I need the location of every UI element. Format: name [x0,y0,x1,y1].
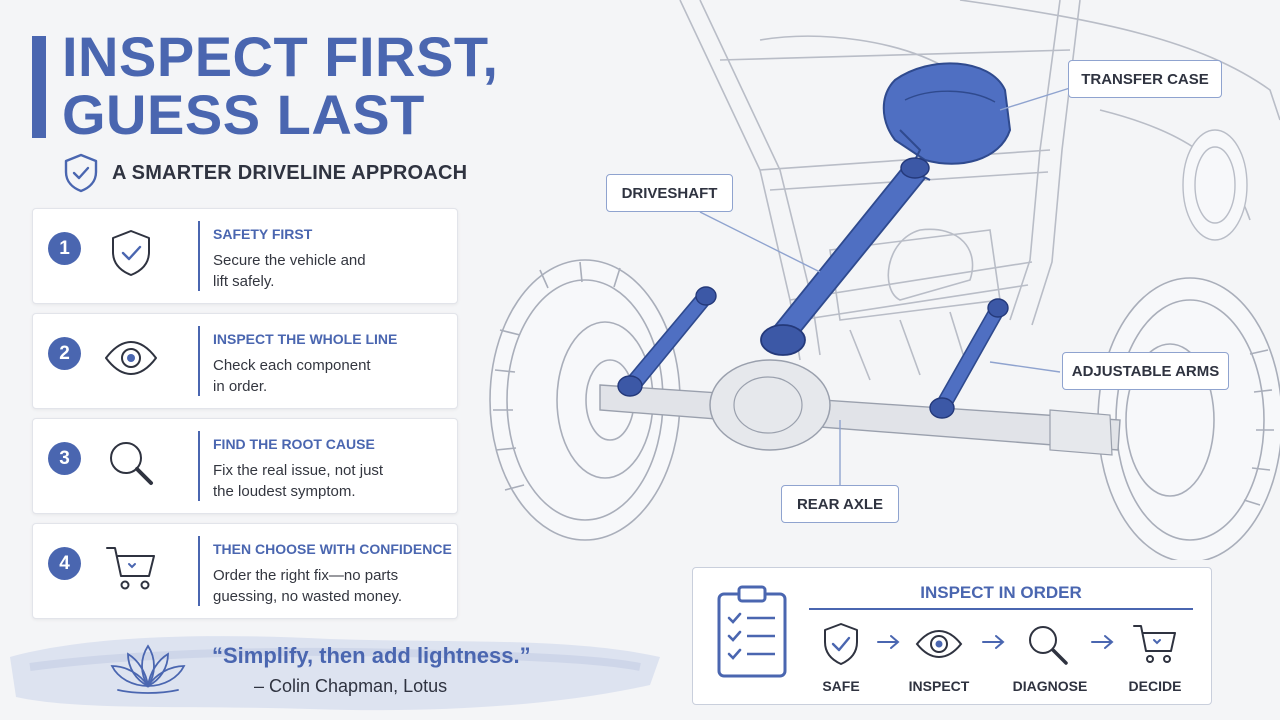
step-divider [198,431,200,501]
steps-list: 1 SAFETY FIRST Secure the vehicle and li… [32,208,458,628]
step-description-line: Secure the vehicle and [213,252,366,269]
cart-icon [1133,625,1176,663]
callout-driveshaft: DRIVESHAFT [606,174,733,212]
flow-label-safe: SAFE [822,678,860,694]
front-tire-line-art [1182,129,1248,241]
step-description-line: lift safely. [213,273,275,290]
callout-transfer-case: TRANSFER CASE [1068,60,1222,98]
step-description: Fix the real issue, not just the loudest… [213,460,449,502]
eye-icon [915,629,963,659]
chassis-line-art [679,0,1280,381]
flow-label-decide: DECIDE [1128,678,1182,694]
step-description-line: Order the right fix—no parts [213,567,399,584]
step-description: Check each component in order. [213,355,449,397]
adjustable-arms-shape [617,286,1009,419]
step-card-3: 3 FIND THE ROOT CAUSE Fix the real issue… [32,418,458,514]
shield-check-icon [64,153,98,193]
callout-adjustable-arms: ADJUSTABLE ARMS [1062,352,1229,390]
step-description-line: Fix the real issue, not just [213,462,384,479]
page-title: INSPECT FIRST, GUESS LAST [62,28,498,144]
shield-check-icon [112,230,150,276]
inspect-in-order-panel: INSPECT IN ORDER SAFE INSPECT DIAGNOSE D… [692,567,1212,705]
step-title: SAFETY FIRST [213,226,313,242]
step-number-badge: 3 [48,442,81,475]
step-card-1: 1 SAFETY FIRST Secure the vehicle and li… [32,208,458,304]
step-title: THEN CHOOSE WITH CONFIDENCE [213,541,452,557]
quote-text: “Simplify, then add lightness.” [212,643,531,668]
right-rear-tire [1097,277,1280,560]
rear-axle-shape [599,359,1121,456]
magnifier-icon [1029,626,1068,665]
subtitle: A SMARTER DRIVELINE APPROACH [112,161,468,184]
step-description-line: in order. [213,378,268,395]
flow-label-diagnose: DIAGNOSE [1012,678,1088,694]
lotus-icon [110,644,186,694]
title-line-2: GUESS LAST [62,83,425,146]
step-description: Order the right fix—no parts guessing, n… [213,565,449,607]
step-divider [198,536,200,606]
subtitle-row: A SMARTER DRIVELINE APPROACH [62,152,467,194]
step-number-badge: 2 [48,337,81,370]
flow-label-inspect: INSPECT [908,678,970,694]
shield-check-icon [824,623,858,665]
driveshaft-shape [760,157,930,356]
step-divider [198,326,200,396]
arrow-right-icon [1091,635,1114,649]
driveline-diagram [489,0,1280,560]
step-card-4: 4 THEN CHOOSE WITH CONFIDENCE Order the … [32,523,458,619]
magnifier-icon [110,442,153,485]
inspect-panel-divider [809,608,1193,610]
callout-rear-axle: REAR AXLE [781,485,899,523]
step-card-2: 2 INSPECT THE WHOLE LINE Check each comp… [32,313,458,409]
clipboard-checklist-icon [717,585,787,678]
step-description-line: the loudest symptom. [213,483,356,500]
title-accent-bar [32,36,46,138]
cart-icon [106,547,155,590]
step-title: INSPECT THE WHOLE LINE [213,331,398,347]
arrow-right-icon [877,635,900,649]
step-number-badge: 1 [48,232,81,265]
quote-author: – Colin Chapman, Lotus [254,676,448,696]
eye-icon [105,341,157,375]
step-number-badge: 4 [48,547,81,580]
step-divider [198,221,200,291]
inspect-panel-title: INSPECT IN ORDER [920,583,1082,602]
step-title: FIND THE ROOT CAUSE [213,436,375,452]
step-description-line: Check each component [213,357,371,374]
title-line-1: INSPECT FIRST, [62,25,499,88]
step-description: Secure the vehicle and lift safely. [213,250,449,292]
step-description-line: guessing, no wasted money. [213,588,403,605]
arrow-right-icon [982,635,1005,649]
callout-leader-lines [699,87,1071,485]
